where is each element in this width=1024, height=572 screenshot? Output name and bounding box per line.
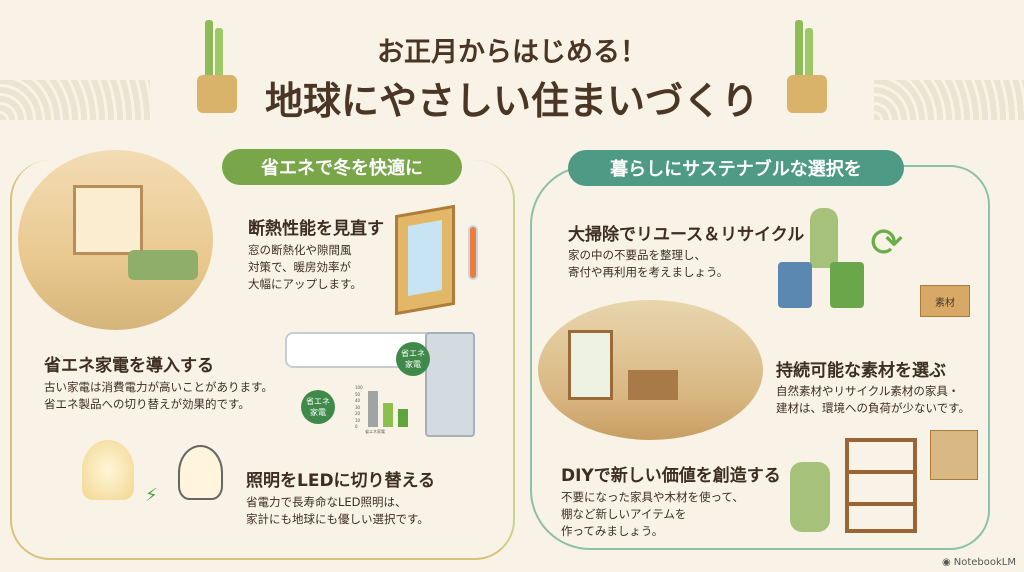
wooden-shelf-illustration [845, 438, 917, 533]
recycle-energy-icon: ⚡ [145, 485, 158, 506]
left-section-frame [10, 160, 515, 560]
refrigerator-icon [425, 332, 475, 437]
item-description: 古い家電は消費電力が高いことがあります。 省エネ製品への切り替えが効果的です。 [44, 380, 273, 411]
living-room-illustration [18, 150, 213, 330]
chart-tick: 0 [355, 424, 358, 429]
page-title: 地球にやさしい住まいづくり [264, 79, 759, 123]
page-subtitle: お正月からはじめる！ [377, 37, 647, 68]
kadomatsu-left-icon [195, 20, 240, 115]
watermark: ◉NotebookLM [942, 557, 1016, 568]
recycle-arrows-icon: ⟳ [870, 220, 904, 266]
chart-tick: 40 [355, 398, 361, 403]
chart-tick: 10 [355, 417, 361, 423]
item-description: 家の中の不要品を整理し、 寄付や再利用を考えましょう。 [568, 248, 729, 279]
insulated-window-icon [395, 204, 455, 316]
chart-bar [383, 403, 393, 427]
item-title: DIYで新しい価値を創造する [561, 466, 781, 486]
wave-pattern [0, 80, 150, 120]
left-section-heading: 省エネで冬を快適に [222, 149, 462, 185]
item-title: 断熱性能を見直す [248, 219, 384, 239]
thermometer-icon [468, 225, 478, 280]
diy-person-illustration [790, 462, 830, 532]
item-title: 持続可能な素材を選ぶ [776, 361, 946, 381]
watermark-text: NotebookLM [953, 557, 1016, 568]
item-description: 自然素材やリサイクル素材の家具・ 建材は、環境への負荷が少ないです。 [776, 384, 971, 415]
item-description: 不要になった家具や木材を使って、 棚など新しいアイテムを 作ってみましょう。 [561, 490, 744, 538]
chart-tick: 100 [355, 385, 363, 390]
wave-pattern [874, 80, 1024, 120]
tool-board-icon [930, 430, 978, 480]
item-title: 照明をLEDに切り替える [246, 471, 436, 491]
item-title: 大掃除でリユース＆リサイクル [568, 225, 805, 245]
kadomatsu-right-icon [785, 20, 830, 115]
energy-saving-badge: 省エネ家電 [396, 342, 430, 376]
notebooklm-logo-icon: ◉ [942, 557, 951, 568]
japanese-room-illustration [538, 300, 763, 440]
chart-bar [368, 391, 378, 427]
material-box: 素材 [920, 285, 970, 317]
chart-tick: 20 [355, 411, 361, 416]
chart-tick: 30 [355, 404, 361, 410]
item-description: 省電力で長寿命なLED照明は、 家計にも地球にも優しい選択です。 [246, 495, 429, 526]
right-section-heading: 暮らしにサステナブルな選択を [568, 150, 904, 186]
chart-bar [398, 409, 408, 427]
recycle-bin-blue-icon [778, 262, 812, 308]
item-description: 窓の断熱化や隙間風 対策で、暖房効率が 大幅にアップします。 [248, 243, 362, 291]
energy-saving-badge: 省エネ家電 [301, 390, 335, 424]
chart-tick: 50 [355, 391, 361, 397]
led-bulb-icon [82, 440, 134, 500]
item-title: 省エネ家電を導入する [44, 356, 214, 376]
chart-caption: 省エネ家電 [365, 429, 385, 434]
person-illustration [810, 208, 838, 268]
recycle-bin-green-icon [830, 262, 864, 308]
incandescent-bulb-icon [178, 445, 223, 500]
